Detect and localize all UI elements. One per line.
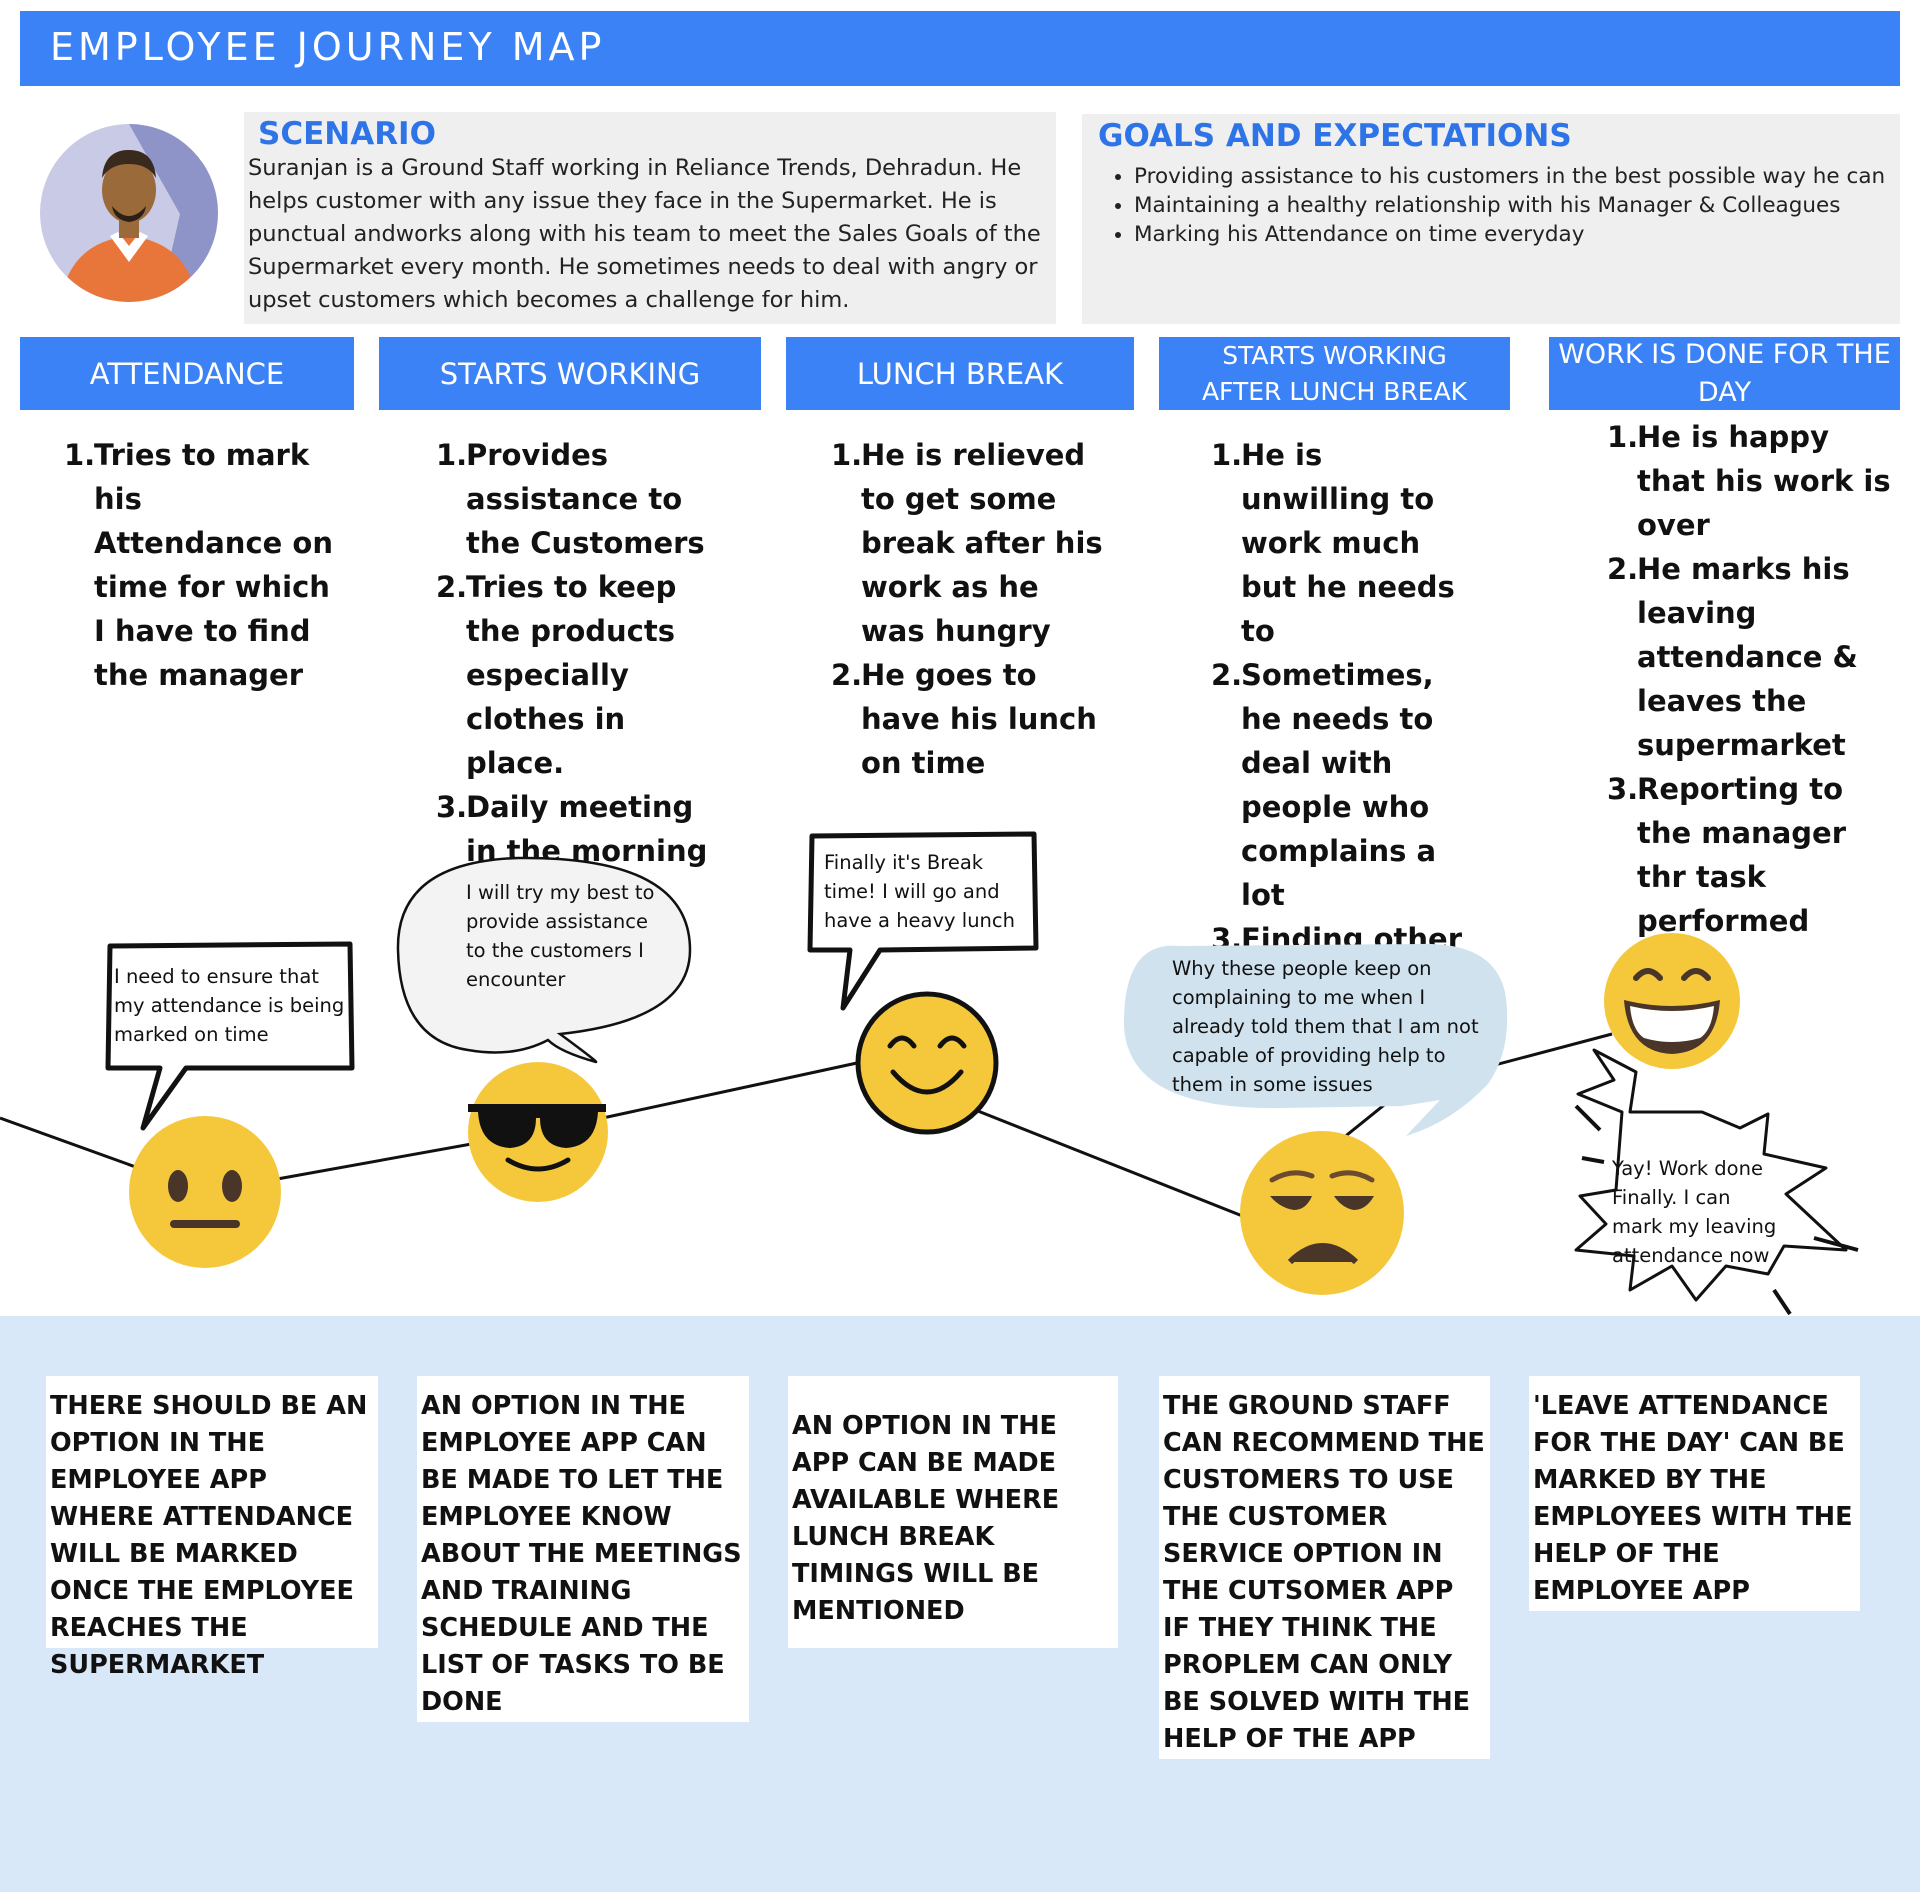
recommendation-card-after-lunch: THE GROUND STAFF CAN RECOMMEND THE CUSTO… — [1159, 1376, 1490, 1759]
recommendation-card-work-done: 'LEAVE ATTENDANCE FOR THE DAY' CAN BE MA… — [1529, 1376, 1860, 1611]
thought-text-after-lunch: Why these people keep on complaining to … — [1172, 957, 1479, 1096]
thought-text-work-done: Yay! Work done Finally. I can mark my le… — [1612, 1157, 1777, 1267]
list-item: 2.He goes to have his lunch on time — [831, 658, 1097, 780]
thought-bubble-lunch-break — [807, 831, 1039, 1011]
thought-text-starts-working: I will try my best to provide assistance… — [466, 881, 655, 991]
goals-heading: GOALS AND EXPECTATIONS — [1098, 118, 1572, 154]
sunglasses-face-icon — [468, 1062, 608, 1202]
stage-header-attendance: ATTENDANCE — [20, 337, 354, 410]
stage-list-lunch-break: 1.He is relieved to get some break after… — [831, 433, 1111, 785]
stage-header-work-done: WORK IS DONE FOR THE DAY — [1549, 337, 1900, 410]
list-item: 2. Sometimes, he needs to deal with peop… — [1211, 658, 1437, 912]
list-item: 1.He is happy that his work is over — [1607, 420, 1891, 542]
neutral-face-icon — [129, 1116, 281, 1268]
scenario-panel: SCENARIO Suranjan is a Ground Staff work… — [244, 112, 1056, 324]
stage-list-attendance: 1.Tries to mark his Attendance on time f… — [64, 433, 334, 697]
stage-header-after-lunch: STARTS WORKING AFTER LUNCH BREAK — [1159, 337, 1510, 410]
list-item: 3.Reporting to the manager thr task perf… — [1607, 772, 1847, 938]
list-item: 1.He is unwilling to work much but he ne… — [1211, 438, 1455, 648]
goals-list: Providing assistance to his customers in… — [1094, 162, 1904, 249]
goal-item: Marking his Attendance on time everyday — [1134, 220, 1904, 249]
title-banner: EMPLOYEE JOURNEY MAP — [20, 11, 1900, 86]
scenario-heading: SCENARIO — [258, 116, 436, 152]
thought-bubble-attendance — [105, 941, 355, 1131]
list-item: 1.Tries to mark his Attendance on time f… — [64, 438, 333, 692]
scenario-text: Suranjan is a Ground Staff working in Re… — [248, 155, 1041, 313]
goal-item: Providing assistance to his customers in… — [1134, 162, 1904, 191]
thought-bubble-work-done — [1574, 1048, 1848, 1302]
person-avatar-icon — [40, 124, 218, 302]
list-item: 1.He is relieved to get some break after… — [831, 438, 1103, 648]
stage-header-starts-working: STARTS WORKING — [379, 337, 761, 410]
smiling-face-icon — [855, 991, 999, 1135]
recommendation-card-starts-working: AN OPTION IN THE EMPLOYEE APP CAN BE MAD… — [417, 1376, 749, 1722]
recommendation-card-attendance: THERE SHOULD BE AN OPTION IN THE EMPLOYE… — [46, 1376, 378, 1680]
stage-header-lunch-break: LUNCH BREAK — [786, 337, 1134, 410]
thought-bubble-starts-working — [396, 856, 692, 1064]
list-item: 2.Tries to keep the products especially … — [436, 570, 677, 780]
goal-item: Maintaining a healthy relationship with … — [1134, 191, 1904, 220]
journey-graph — [0, 831, 1859, 1316]
thought-text-lunch-break: Finally it's Break time! I will go and h… — [824, 851, 1015, 932]
list-item: 1.Provides assistance to the Customers — [436, 438, 705, 560]
stage-list-starts-working: 1.Provides assistance to the Customers 2… — [436, 433, 726, 873]
thought-text-attendance: I need to ensure that my attendance is b… — [114, 965, 345, 1046]
goals-panel: GOALS AND EXPECTATIONS Providing assista… — [1082, 114, 1900, 324]
recommendation-card-lunch-break: AN OPTION IN THE APP CAN BE MADE AVAILAB… — [788, 1376, 1118, 1648]
thought-bubble-after-lunch — [1123, 943, 1508, 1136]
page-title: EMPLOYEE JOURNEY MAP — [50, 25, 606, 69]
grinning-face-icon — [1604, 933, 1740, 1069]
stage-list-work-done: 1.He is happy that his work is over 2.He… — [1607, 415, 1897, 943]
list-item: 2.He marks his leaving attendance & leav… — [1607, 552, 1858, 762]
avatar — [40, 124, 218, 302]
unamused-face-icon — [1240, 1131, 1404, 1295]
